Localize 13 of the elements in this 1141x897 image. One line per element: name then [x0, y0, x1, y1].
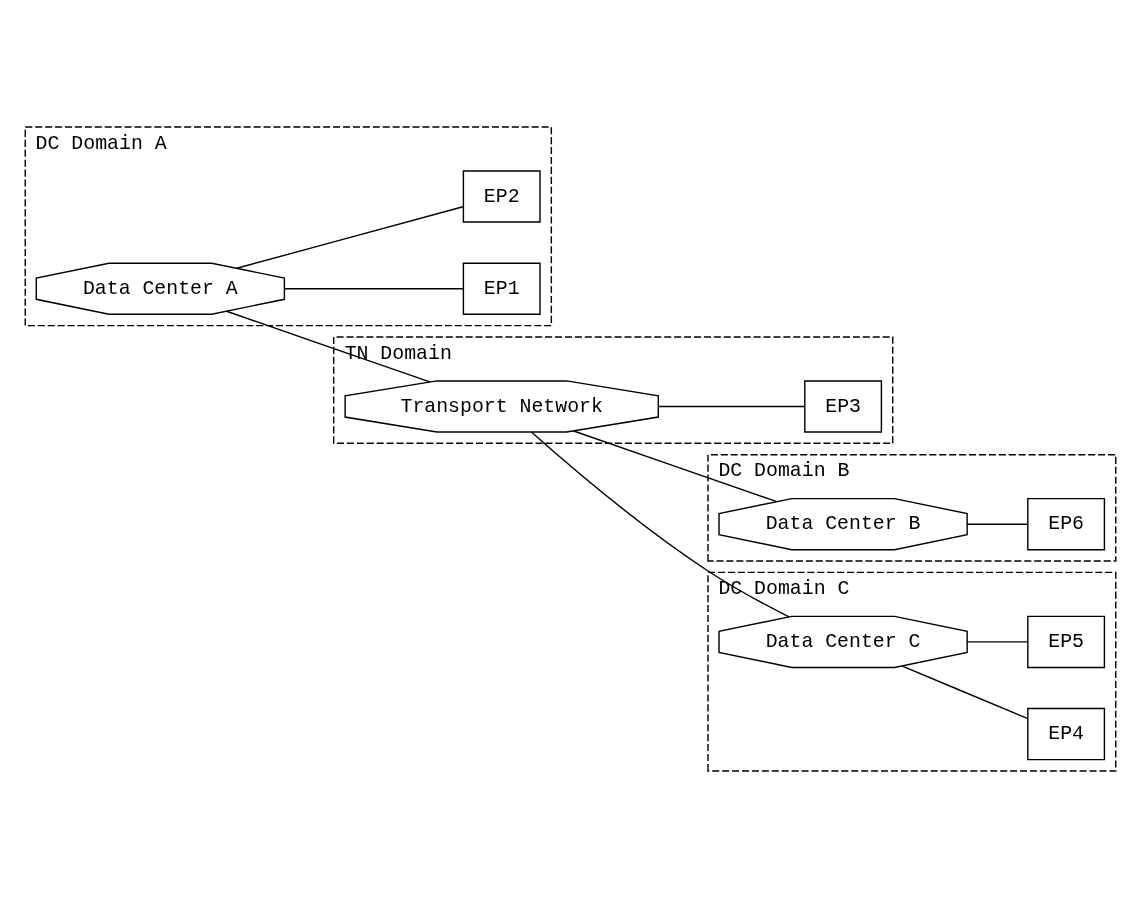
node-box: EP5	[1027, 615, 1106, 668]
connector	[966, 522, 1029, 525]
node-box: EP4	[1027, 707, 1106, 760]
node-box: EP2	[462, 169, 541, 223]
connector	[966, 640, 1029, 643]
connector	[236, 205, 464, 269]
node-box: EP1	[462, 262, 541, 315]
connector	[283, 287, 464, 289]
node-box: EP6	[1027, 497, 1106, 550]
connector	[657, 405, 806, 407]
connector	[530, 431, 790, 618]
connector	[901, 664, 1028, 719]
node-box: EP3	[804, 379, 883, 433]
